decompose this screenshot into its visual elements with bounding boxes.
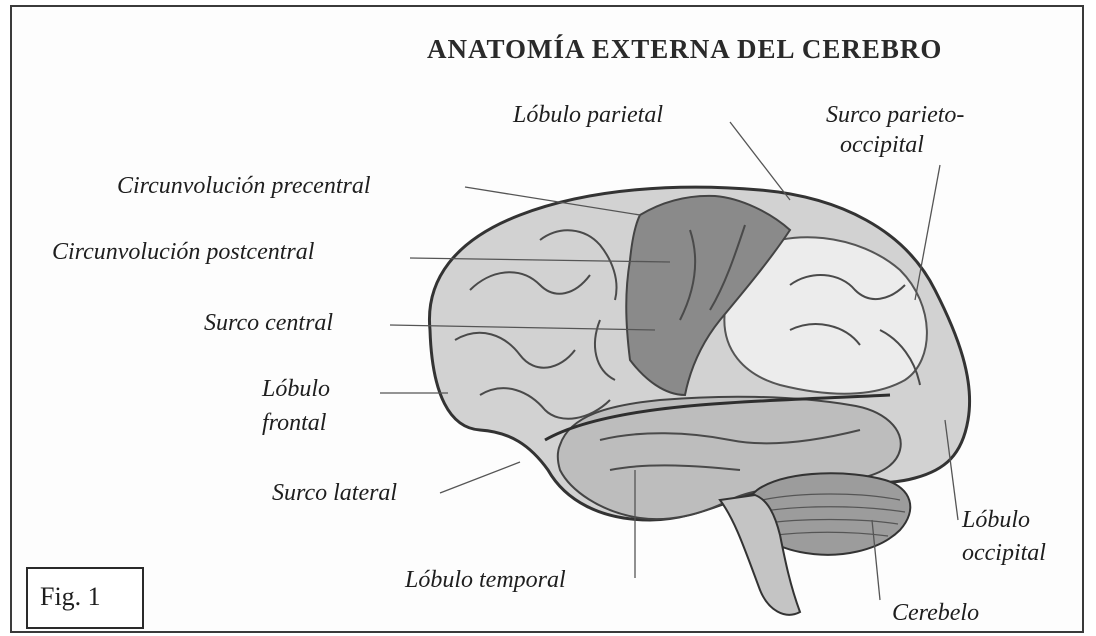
- figure-label-box: Fig. 1: [26, 567, 144, 629]
- label-lobulo-occipital-line1: Lóbulo: [962, 505, 1030, 535]
- diagram-title: ANATOMÍA EXTERNA DEL CEREBRO: [427, 34, 942, 65]
- label-cerebelo: Cerebelo: [892, 598, 979, 628]
- label-surco-lateral: Surco lateral: [272, 478, 397, 508]
- label-surco-parieto-occipital-line2: occipital: [840, 130, 924, 160]
- label-circunvolucion-postcentral: Circunvolución postcentral: [52, 237, 314, 267]
- label-surco-central: Surco central: [204, 308, 333, 338]
- label-surco-parieto-occipital-line1: Surco parieto-: [826, 100, 964, 130]
- label-lobulo-parietal: Lóbulo parietal: [513, 100, 663, 130]
- label-lobulo-frontal-line1: Lóbulo: [262, 374, 330, 404]
- label-lobulo-occipital-line2: occipital: [962, 538, 1046, 568]
- label-circunvolucion-precentral: Circunvolución precentral: [117, 171, 371, 201]
- label-lobulo-temporal: Lóbulo temporal: [405, 565, 566, 595]
- figure-label: Fig. 1: [40, 582, 101, 612]
- label-lobulo-frontal-line2: frontal: [262, 408, 326, 438]
